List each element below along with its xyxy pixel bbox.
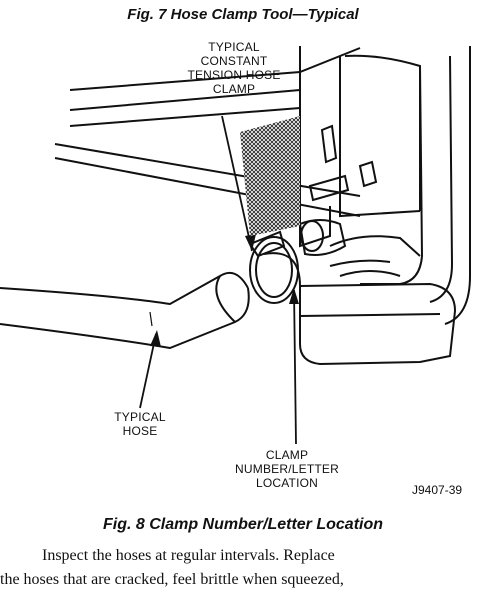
outlet-pipe-top xyxy=(329,235,421,257)
bottom-bracket xyxy=(299,282,457,366)
hose-clamp xyxy=(248,230,286,258)
body-line-2: the hoses that are cracked, feel brittle… xyxy=(0,571,344,588)
clamp-illustration xyxy=(0,46,471,445)
hose-lower-edge xyxy=(0,287,250,350)
hose-clamp-ring xyxy=(249,236,299,304)
right-tank-right xyxy=(429,55,454,303)
hose-upper-edge xyxy=(0,272,249,306)
bolt xyxy=(308,174,350,202)
label-clamp-number-location: CLAMP NUMBER/LETTER LOCATION xyxy=(235,448,339,490)
leader-location xyxy=(293,289,297,445)
figure-7-caption: Fig. 7 Hose Clamp Tool—Typical xyxy=(127,6,359,23)
radiator-core-mesh xyxy=(240,116,300,236)
radiator-frame-line-2 xyxy=(69,107,301,127)
radiator-frame-line-1 xyxy=(69,89,301,111)
right-tank-left xyxy=(360,65,424,285)
radiator-long-bar-bottom xyxy=(54,157,361,217)
leader-hose xyxy=(139,333,157,409)
label-typical-clamp: TYPICAL CONSTANT TENSION HOSE CLAMP xyxy=(187,40,281,96)
body-paragraph: Inspect the hoses at regular intervals. … xyxy=(0,544,486,592)
radiator-long-bar-top xyxy=(54,143,361,197)
radiator-side-panel xyxy=(299,46,331,248)
figure-reference-code: J9407-39 xyxy=(412,483,463,497)
body-line-1: Inspect the hoses at regular intervals. … xyxy=(42,547,335,564)
leader-clamp xyxy=(221,115,253,252)
label-typical-hose: TYPICAL HOSE xyxy=(114,410,166,438)
figure-8-caption: Fig. 8 Clamp Number/Letter Location xyxy=(102,516,384,533)
